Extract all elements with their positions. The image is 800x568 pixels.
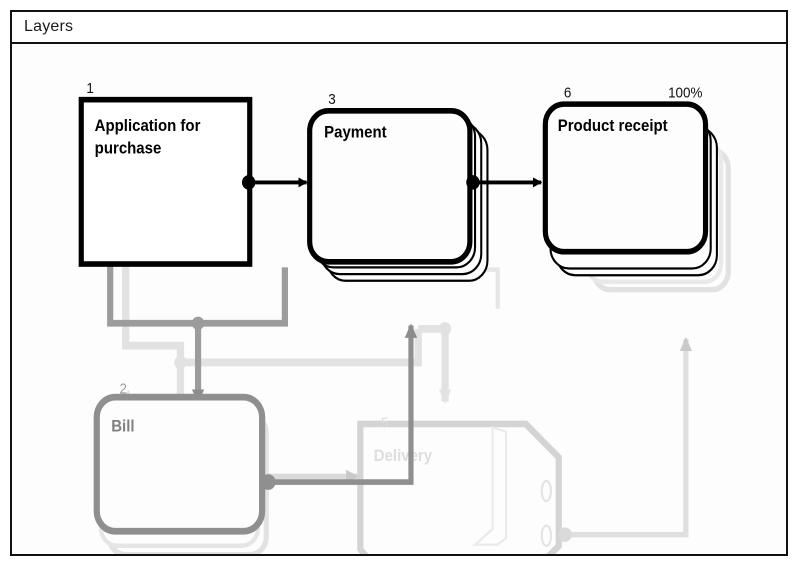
edge-n5-to-product-receipt: [564, 336, 693, 538]
junction-dot-n2-right: [261, 474, 276, 490]
node-product-receipt-number: 6: [564, 84, 572, 101]
port-marker-lower: [540, 524, 553, 547]
node-delivery-inner-notch: [472, 425, 508, 546]
node-delivery-label: Delivery: [374, 447, 433, 465]
page-title: Layers: [24, 18, 74, 35]
node-delivery[interactable]: [357, 420, 562, 554]
node-payment-number: 3: [328, 91, 336, 108]
edge-n3-to-n5-ghost: [418, 324, 452, 404]
node-bill[interactable]: [93, 393, 266, 535]
node-delivery-number: 5: [381, 414, 389, 431]
node-application-number: 1: [86, 79, 94, 96]
junction-dot-n5-right: [558, 527, 572, 542]
process-flow-diagram: 100% Product receipt 4 Product reservati…: [78, 79, 731, 554]
port-marker-upper: [540, 479, 553, 503]
node-application-label-line2: purchase: [95, 140, 162, 158]
diagram-canvas[interactable]: 100% Product receipt 4 Product reservati…: [12, 46, 786, 554]
edge-n2-to-n3: [268, 323, 418, 485]
node-bill-label: Bill: [111, 418, 134, 436]
junction-dot-n1-bottom: [191, 316, 205, 330]
node-bill-number: 2: [119, 380, 127, 397]
edge-n1-bottom-loop: [107, 265, 288, 327]
junction-dot-ghost-1: [174, 355, 187, 370]
junction-dot-n3-right: [466, 175, 480, 190]
layer-2-group: 2 Bill: [93, 265, 418, 535]
node-product-receipt[interactable]: [542, 101, 709, 255]
junction-dot-n1-right: [241, 175, 256, 190]
node-product-receipt-label: Product receipt: [558, 117, 668, 135]
active-layer-group: 3 Payment 6 100% Product receipt 1 Appli…: [78, 79, 718, 282]
node-product-receipt-percent: 100%: [668, 84, 702, 101]
window-titlebar: Layers: [10, 10, 788, 44]
edge-n1-right-loop-ghost: [122, 265, 422, 367]
node-application-for-purchase[interactable]: [78, 96, 253, 267]
node-application-label-line1: Application for: [95, 117, 201, 135]
junction-dot-ghost-2: [438, 322, 452, 336]
node-payment-label: Payment: [324, 124, 386, 142]
